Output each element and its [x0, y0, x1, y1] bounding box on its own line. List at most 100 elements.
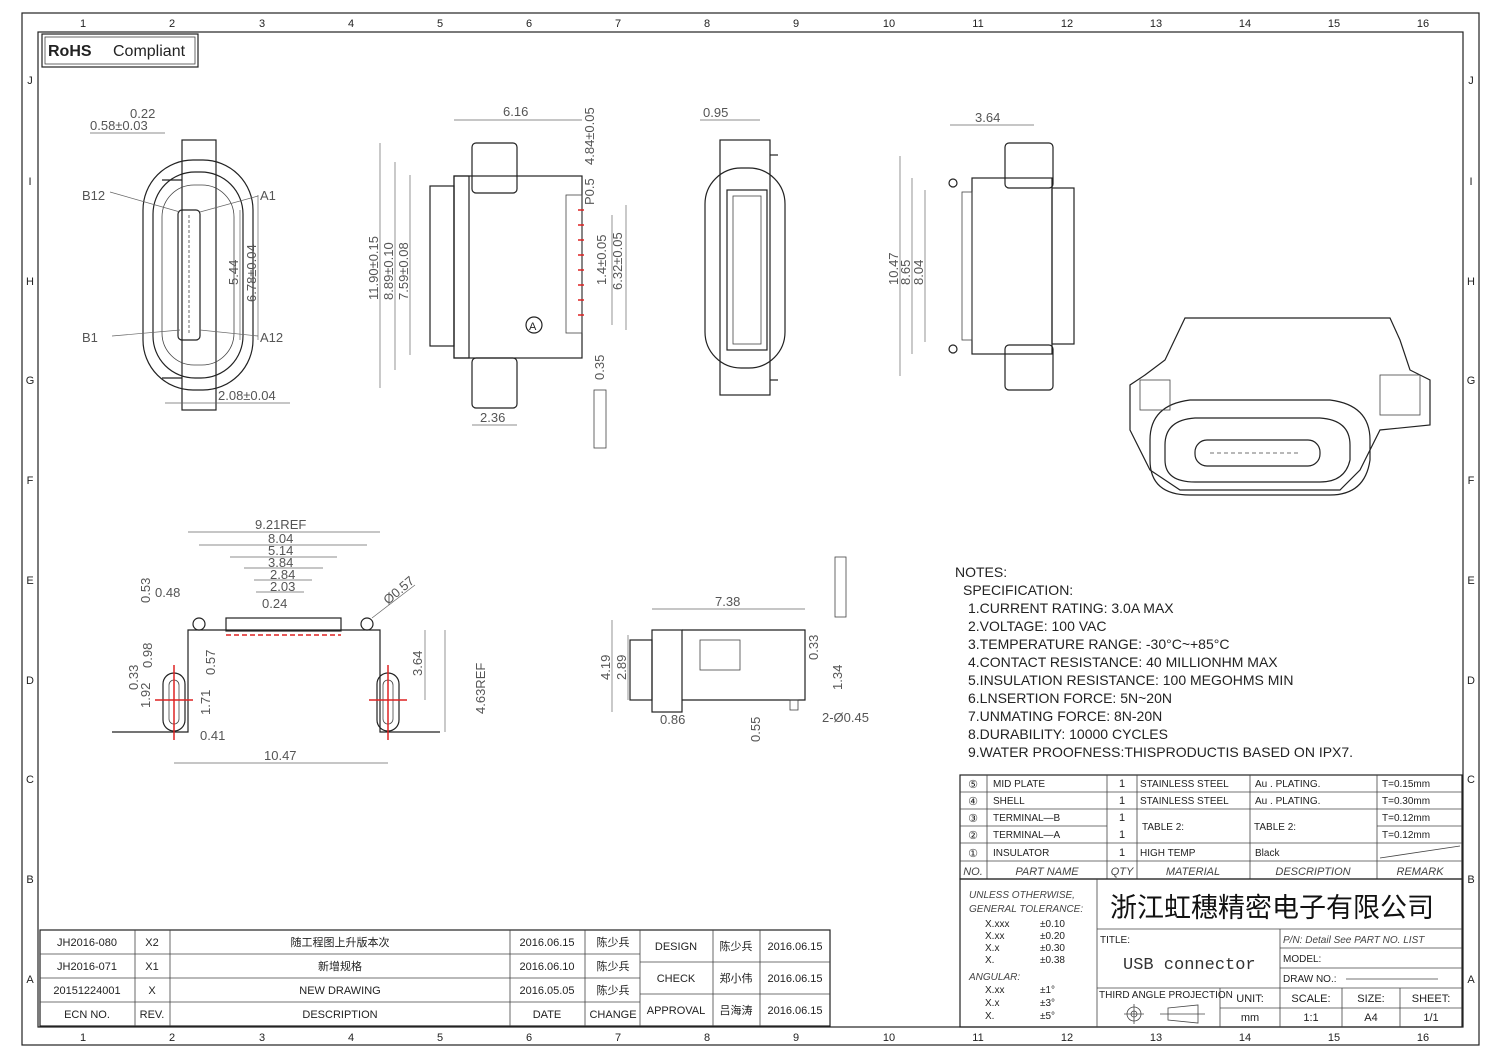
dim-label: 0.95 — [703, 105, 728, 120]
approval-name: 吕海涛 — [720, 1003, 753, 1017]
datum-a-marker — [525, 316, 543, 334]
row-label: C — [26, 774, 34, 786]
row-label: B — [26, 874, 33, 886]
tolerance-key: X.x — [985, 943, 999, 954]
part-material: STAINLESS STEEL — [1140, 796, 1229, 807]
tolerance-key: X. — [985, 1011, 994, 1022]
row-label: G — [1467, 375, 1476, 387]
col-label: 7 — [615, 18, 621, 30]
company-name: 浙江虹穗精密电子有限公司 — [1110, 893, 1434, 924]
header-cell: REV. — [140, 1009, 165, 1021]
note-item: 9.WATER PROOFNESS:THISPRODUCTIS BASED ON… — [968, 744, 1353, 760]
part-description: Au . PLATING. — [1255, 779, 1320, 790]
approval-name: 陈少兵 — [720, 939, 753, 953]
dim-label: 3.84 — [268, 555, 293, 570]
tolerance-value: ±0.20 — [1040, 931, 1065, 942]
datum-label: A — [529, 321, 537, 333]
column-labels-bottom: 1 2 3 4 5 6 7 8 9 10 11 12 13 14 15 16 — [80, 1032, 1429, 1044]
projection-label: THIRD ANGLE PROJECTION — [1099, 990, 1233, 1001]
part-material: STAINLESS STEEL — [1140, 779, 1229, 790]
part-name: TERMINAL—A — [993, 830, 1061, 841]
title-label: TITLE: — [1100, 935, 1130, 946]
rohs-badge: RoHS Compliant — [41, 33, 199, 68]
row-label: D — [26, 675, 34, 687]
dim-label: 9.21REF — [255, 517, 306, 532]
dim-label: 11.90±0.15 — [366, 236, 381, 300]
note-item: 8.DURABILITY: 10000 CYCLES — [968, 726, 1168, 742]
col-label: 5 — [437, 18, 443, 30]
part-remark: T=0.30mm — [1382, 796, 1430, 807]
row-label: I — [28, 176, 31, 188]
col-label: 14 — [1239, 1032, 1251, 1044]
header-cell: DESCRIPTION — [1275, 866, 1350, 878]
header-cell: REMARK — [1396, 866, 1444, 878]
col-label: 3 — [259, 18, 265, 30]
part-name: MID PLATE — [993, 779, 1045, 790]
part-no: ③ — [968, 813, 978, 825]
header-cell: ECN NO. — [64, 1009, 110, 1021]
unit-value: mm — [1241, 1012, 1259, 1024]
note-item: 7.UNMATING FORCE: 8N-20N — [968, 708, 1162, 724]
col-label: 2 — [169, 1032, 175, 1044]
inner-frame — [37, 31, 1464, 1028]
col-label: 10 — [883, 1032, 895, 1044]
header-cell: DESCRIPTION — [302, 1009, 377, 1021]
part-remark: T=0.12mm — [1382, 830, 1430, 841]
parts-row: ① INSULATOR 1 HIGH TEMP Black — [968, 847, 1280, 860]
description: 新增规格 — [318, 959, 362, 973]
pin-label: B1 — [82, 330, 98, 345]
dim-label: 10.47 — [886, 252, 901, 285]
projection-symbol-icon — [1124, 1004, 1205, 1024]
back-view: 3.64 10.47 8.65 8.04 — [886, 110, 1075, 391]
tolerance-key: X. — [985, 955, 994, 966]
change: 陈少兵 — [597, 983, 630, 997]
profile-view: 7.38 4.19 2.89 0.33 1.34 0.86 0.55 2-Ø0.… — [598, 556, 869, 742]
scale-label: SCALE: — [1291, 993, 1330, 1005]
parts-table: ⑤ MID PLATE 1 STAINLESS STEEL Au . PLATI… — [959, 774, 1463, 880]
col-label: 1 — [80, 18, 86, 30]
dim-label: 1.34 — [830, 665, 845, 690]
dim-label: 4.84±0.05 — [582, 107, 597, 165]
col-label: 13 — [1150, 1032, 1162, 1044]
part-description: Au . PLATING. — [1255, 796, 1320, 807]
part-qty: 1 — [1119, 812, 1125, 824]
row-label: E — [1467, 575, 1474, 587]
tolerance-angular: X.xx ±1° X.x ±3° X. ±5° — [985, 985, 1055, 1022]
dim-label: 0.53 — [138, 578, 153, 603]
approval-row: DESIGN 陈少兵 2016.06.15 — [655, 939, 823, 953]
dim-label: 0.55 — [748, 717, 763, 742]
note-item: 5.INSULATION RESISTANCE: 100 MEGOHMS MIN — [968, 672, 1293, 688]
row-label: E — [26, 575, 33, 587]
dim-label: 2.08±0.04 — [218, 388, 276, 403]
rev: X — [148, 985, 156, 997]
pin-label: B12 — [82, 188, 105, 203]
approval-row: CHECK 郑小伟 2016.06.15 — [657, 971, 823, 985]
front-view: 0.22 0.58±0.03 B12 A1 B1 A12 5.44 6.78±0… — [82, 106, 290, 411]
col-label: 2 — [169, 18, 175, 30]
row-labels-left: J I H G F E D C B A — [26, 75, 35, 986]
pin-label: A1 — [260, 188, 276, 203]
size-value: A4 — [1364, 1012, 1377, 1024]
part-remark: T=0.15mm — [1382, 779, 1430, 790]
revision-header: ECN NO. REV. DESCRIPTION DATE CHANGE — [64, 1009, 636, 1021]
note-item: 6.LNSERTION FORCE: 5N~20N — [968, 690, 1172, 706]
col-label: 12 — [1061, 18, 1073, 30]
tolerance-value: ±5° — [1040, 1011, 1055, 1022]
col-label: 8 — [704, 18, 710, 30]
col-label: 5 — [437, 1032, 443, 1044]
dim-label: 0.24 — [262, 596, 287, 611]
dim-label: 6.16 — [503, 104, 528, 119]
part-qty: 1 — [1119, 778, 1125, 790]
header-cell: QTY — [1111, 866, 1134, 878]
col-label: 15 — [1328, 1032, 1340, 1044]
change: 陈少兵 — [597, 935, 630, 949]
dim-label: 0.58±0.03 — [90, 118, 148, 133]
part-number: P/N: Detail See PART NO. LIST — [1283, 935, 1425, 946]
size-label: SIZE: — [1357, 993, 1385, 1005]
parts-header: NO. PART NAME QTY MATERIAL DESCRIPTION R… — [963, 866, 1444, 878]
tolerance-value: ±0.30 — [1040, 943, 1065, 954]
row-label: I — [1469, 176, 1472, 188]
parts-row: ② TERMINAL—A 1 T=0.12mm — [968, 829, 1430, 842]
dim-label: 1.71 — [198, 690, 213, 715]
col-label: 4 — [348, 1032, 354, 1044]
